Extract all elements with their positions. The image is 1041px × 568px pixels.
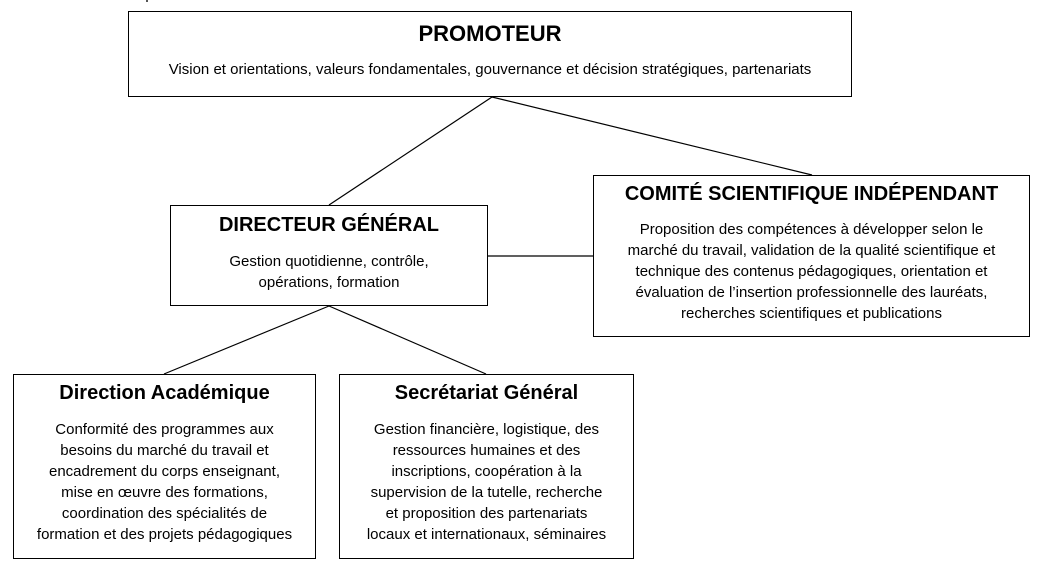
line-directeur-to-direction-academique	[163, 305, 330, 375]
secretariat-general-desc-line: et proposition des partenariats	[385, 505, 588, 522]
comite-scientifique-description: Proposition des compétences à développer…	[594, 219, 1029, 324]
direction-academique-description: Conformité des programmes aux besoins du…	[14, 419, 315, 545]
secretariat-general-desc-line: inscriptions, coopération à la	[391, 463, 582, 480]
secretariat-general-description: Gestion financière, logistique, des ress…	[340, 419, 633, 545]
directeur-general-title: DIRECTEUR GÉNÉRAL	[218, 214, 439, 236]
direction-academique-desc-line: formation et des projets pédagogiques	[36, 526, 293, 543]
directeur-general-box: DIRECTEUR GÉNÉRAL Gestion quotidienne, c…	[170, 205, 488, 306]
promoteur-desc-line: Vision et orientations, valeurs fondamen…	[168, 61, 812, 78]
line-promoteur-to-comite	[491, 96, 813, 176]
promoteur-title: PROMOTEUR	[418, 21, 562, 46]
promoteur-box: PROMOTEUR Vision et orientations, valeur…	[128, 11, 852, 97]
direction-academique-box: Direction Académique Conformité des prog…	[13, 374, 316, 559]
secretariat-general-desc-line: locaux et internationaux, séminaires	[366, 526, 607, 543]
secretariat-general-desc-line: ressources humaines et des	[392, 442, 581, 459]
comite-scientifique-desc-line: technique des contenus pédagogiques, ori…	[635, 263, 988, 280]
secretariat-general-box: Secrétariat Général Gestion financière, …	[339, 374, 634, 559]
direction-academique-title: Direction Académique	[59, 382, 270, 404]
direction-academique-desc-line: encadrement du corps enseignant,	[49, 463, 280, 480]
secretariat-general-title: Secrétariat Général	[394, 382, 579, 404]
promoteur-description: Vision et orientations, valeurs fondamen…	[129, 59, 851, 80]
comite-scientifique-desc-line: Proposition des compétences à développer…	[639, 221, 984, 238]
stray-dot	[146, 0, 148, 2]
comite-scientifique-desc-line: recherches scientifiques et publications	[681, 305, 942, 322]
secretariat-general-desc-line: supervision de la tutelle, recherche	[370, 484, 603, 501]
comite-scientifique-desc-line: évaluation de l’insertion professionnell…	[635, 284, 988, 301]
comite-scientifique-box: COMITÉ SCIENTIFIQUE INDÉPENDANT Proposit…	[593, 175, 1030, 337]
line-promoteur-to-directeur	[328, 96, 493, 206]
directeur-general-description: Gestion quotidienne, contrôle, opération…	[171, 251, 487, 293]
line-directeur-to-secretariat	[328, 305, 487, 375]
directeur-general-desc-line: opérations, formation	[258, 274, 400, 291]
direction-academique-desc-line: mise en œuvre des formations,	[61, 484, 268, 501]
comite-scientifique-desc-line: marché du travail, validation de la qual…	[627, 242, 996, 259]
secretariat-general-desc-line: Gestion financière, logistique, des	[373, 421, 600, 438]
direction-academique-desc-line: besoins du marché du travail et	[60, 442, 269, 459]
directeur-general-desc-line: Gestion quotidienne, contrôle,	[229, 253, 429, 270]
direction-academique-desc-line: Conformité des programmes aux	[55, 421, 274, 438]
comite-scientifique-title: COMITÉ SCIENTIFIQUE INDÉPENDANT	[624, 183, 999, 205]
direction-academique-desc-line: coordination des spécialités de	[61, 505, 268, 522]
